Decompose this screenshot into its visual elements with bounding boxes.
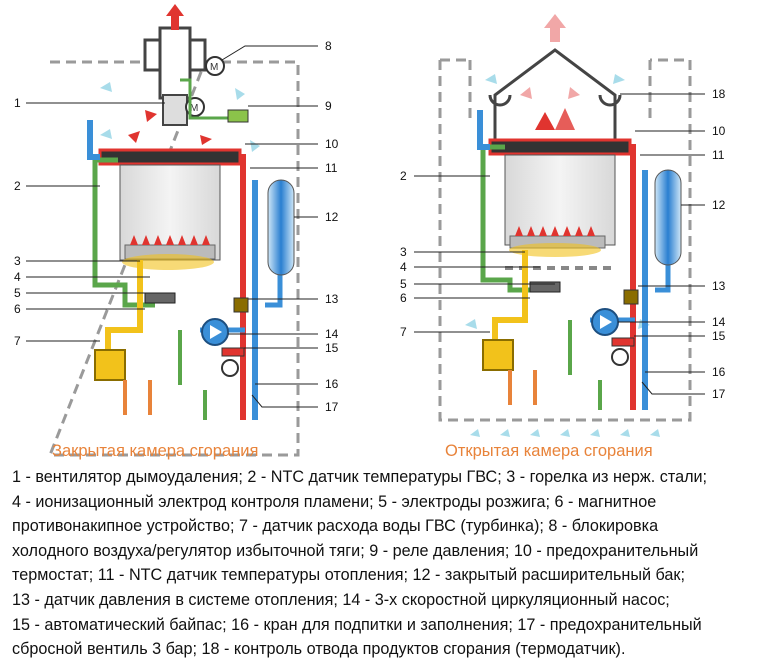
left-label-10: 10 [325,137,339,151]
left-bypass [221,347,245,357]
left-label-8: 8 [325,39,332,53]
left-label-6: 6 [14,302,21,316]
right-gauge [611,348,629,366]
left-air-arrows [100,82,260,152]
left-label-17: 17 [325,400,339,414]
left-exhaust-arrow [166,4,184,30]
left-hot-arrows [128,110,212,145]
right-leader-lines [414,93,705,395]
right-label-10: 10 [712,124,726,138]
legend-line: 4 - ионизационный электрод контроля плам… [12,492,657,511]
right-draft-hood [493,48,617,140]
legend-line: сбросной вентиль 3 бар; 18 - контроль от… [12,640,626,659]
right-label-12: 12 [712,198,726,212]
left-label-5: 5 [14,286,21,300]
right-label-2: 2 [400,169,407,183]
right-bypass [611,337,635,347]
right-label-6: 6 [400,291,407,305]
right-exhaust-arrow [544,14,566,42]
right-expansion-tank [654,169,682,266]
right-exhaust-swirl [520,87,580,99]
left-label-15: 15 [325,341,339,355]
right-cold-pipe [477,110,648,410]
left-label-12: 12 [325,210,339,224]
svg-text:M: M [210,62,218,73]
left-label-7: 7 [14,334,21,348]
left-cold-pipe [87,120,258,420]
left-pressure-sensor [233,297,249,313]
legend: 1 - вентилятор дымоудаления; 2 - NTC дат… [12,465,764,662]
right-magnetic-anti-scale [529,281,561,293]
left-label-13: 13 [325,292,339,306]
right-hot-arrows [535,108,575,130]
legend-line: противонакипное устройство; 7 - датчик р… [12,517,659,536]
left-gas-valve [94,349,126,381]
left-caption: Закрытая камера сгорания [52,442,258,460]
draft-motor-icon [205,56,225,76]
right-label-16: 16 [712,365,726,379]
left-hot-pipe [240,154,246,420]
magnetic-anti-scale [144,292,176,304]
right-gas-pipe [492,250,528,345]
legend-line: 15 - автоматический байпас; 16 - кран дл… [12,615,702,634]
right-label-5: 5 [400,277,407,291]
left-label-1: 1 [14,96,21,110]
left-flames [130,235,210,245]
right-label-4: 4 [400,260,407,274]
closed-chamber-diagram: M M [14,4,339,460]
left-casing-dashed [47,60,300,457]
left-label-14: 14 [325,327,339,341]
fan-housing [162,94,188,126]
right-gas-valve [482,339,514,371]
right-flames [515,226,595,236]
boiler-diagrams: M M [14,4,726,460]
left-label-2: 2 [14,179,21,193]
left-gauge [221,359,239,377]
legend-line: холодного воздуха/регулятор избыточной т… [12,541,699,560]
right-heat-exchanger [488,138,632,156]
right-label-15: 15 [712,329,726,343]
left-label-11: 11 [325,161,338,175]
left-label-4: 4 [14,270,21,284]
left-label-9: 9 [325,99,332,113]
right-combustion-chamber [504,154,616,246]
pressure-switch [227,109,249,123]
right-label-11: 11 [712,148,725,162]
right-label-18: 18 [712,87,726,101]
left-gas-pipe [105,260,143,355]
legend-line: 1 - вентилятор дымоудаления; 2 - NTC дат… [12,468,708,486]
right-label-13: 13 [712,279,726,293]
right-hot-pipe [630,144,636,410]
right-pressure-sensor [623,289,639,305]
open-chamber-diagram: 2 3 4 5 6 7 10 11 12 13 14 15 16 17 18 О… [400,14,726,460]
legend-line: 13 - датчик давления в системе отопления… [12,590,670,609]
right-label-17: 17 [712,387,726,401]
left-leader-lines [26,45,318,408]
right-label-7: 7 [400,325,407,339]
left-heat-exchanger [98,148,242,166]
left-expansion-tank [267,179,295,276]
left-label-3: 3 [14,254,21,268]
right-label-3: 3 [400,245,407,259]
right-air-arrows [465,74,660,437]
legend-line: термостат; 11 - NTC датчик температуры о… [12,566,685,585]
right-caption: Открытая камера сгорания [445,442,653,460]
right-label-14: 14 [712,315,726,329]
left-label-16: 16 [325,377,339,391]
svg-text:M: M [190,103,198,114]
